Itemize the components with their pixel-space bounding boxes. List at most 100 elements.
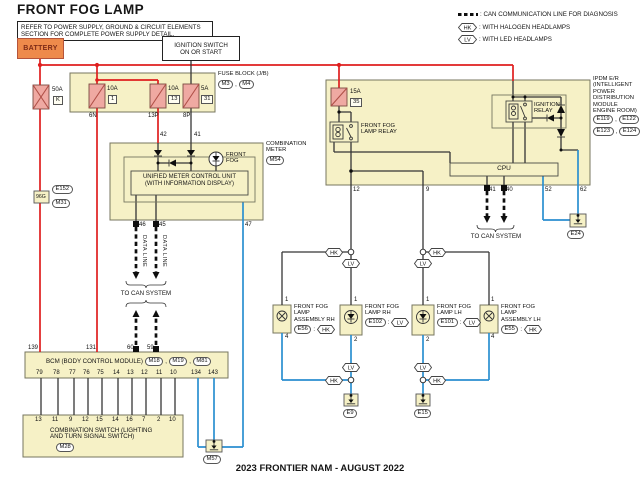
hk-tag-icon: HK (523, 325, 543, 335)
fuse-10a-13-icon (149, 83, 167, 109)
asm-lh-l3: ASSEMBLY LH (501, 316, 541, 323)
lv-tag-icon: LV (463, 318, 482, 328)
led-lamp-lh-icon (416, 310, 430, 324)
lv-tag-icon: LV (391, 318, 410, 328)
ipdm-name-0: IPDM E/R (593, 76, 619, 82)
ipdm-name-3: DISTRIBUTION (593, 95, 634, 102)
connector-m18: M18 (144, 357, 164, 367)
svg-text:HK: HK (464, 26, 472, 32)
battery-box: BATTERY (17, 38, 64, 59)
hk-tag-icon: HK (324, 248, 344, 257)
svg-text:LV: LV (348, 366, 355, 372)
bcm-title-row: BCM (BODY CONTROL MODULE) M18 , M19 , M8… (46, 357, 212, 367)
comma: , (615, 128, 618, 135)
bcm-pin-14: 14 (113, 370, 120, 376)
meter-pin-42: 42 (160, 132, 167, 138)
bcm-pin-131: 131 (86, 345, 97, 351)
asm-rh-label: FRONT FOG LAMP ASSEMBLY RH (294, 304, 335, 323)
ipdm-pin-52: 52 (545, 187, 552, 193)
ipdm-fuse-id: 35 (350, 98, 363, 107)
connector-e24: E24 (567, 230, 585, 240)
sw-pin-10: 10 (169, 417, 176, 423)
bcm-pin-13: 13 (127, 370, 134, 376)
fuse3-rating: 5A (201, 86, 209, 92)
svg-text:HK: HK (433, 379, 441, 385)
lamp-lh-conn-row: E101 : LV (437, 318, 482, 328)
connector-e102: E102 (365, 318, 386, 328)
ground-e15-icon (415, 393, 431, 407)
sw-pin-2: 2 (157, 417, 161, 423)
inline-connector-96g-box (33, 190, 50, 204)
ignition-relay-icon (505, 100, 533, 123)
ground-e24-icon (569, 213, 587, 228)
asm-rh-conn-row: E56 : HK (294, 325, 336, 335)
fog-relay-label-2: LAMP RELAY (361, 129, 397, 136)
ground-m57-icon (205, 439, 223, 453)
fusible-link-50a-icon (32, 84, 50, 110)
can-dash-icon (458, 13, 478, 16)
fuse1-out: 6N (89, 113, 97, 119)
comma: , (615, 116, 617, 123)
indicator-line2: FOG (226, 158, 239, 165)
svg-text:LV: LV (420, 366, 427, 372)
lamp-lh-label: FRONT FOG LAMP LH (437, 304, 471, 317)
fuse3-id: 31 (201, 95, 214, 104)
fuse1-rating: 10A (107, 86, 118, 92)
legend-lv-text: : WITH LED HEADLAMPS (479, 36, 552, 43)
fuse1-id: 1 (108, 95, 118, 104)
fog-lamp-assembly-lh-box (479, 304, 499, 334)
ground-wires (197, 150, 579, 448)
front-fog-indicator-icon (208, 151, 224, 167)
legend-lv: LV : WITH LED HEADLAMPS (457, 35, 552, 44)
asm-lh-l1: FRONT FOG (501, 304, 536, 310)
fuse-15a-35-icon (330, 87, 348, 107)
bcm-pin-12: 12 (141, 370, 148, 376)
meter-pin-46: 46 (139, 222, 146, 228)
hk-tag-icon: HK (324, 376, 344, 385)
ipdm-name-2: POWER (593, 88, 615, 95)
bcm-pin-76: 76 (83, 370, 90, 376)
connector-m4: M4 (238, 80, 254, 90)
ipdm-diode-icons (546, 104, 565, 138)
asm-rh-l2: LAMP (294, 310, 310, 317)
bcm-pin-11: 11 (156, 370, 163, 376)
svg-text:LV: LV (397, 321, 404, 327)
ignition-relay-label-2: RELAY (534, 108, 553, 115)
lv-tag-icon: LV (413, 363, 433, 372)
fog-lamp-assembly-rh-box (272, 304, 292, 334)
meter-inner-frame (123, 156, 256, 203)
fuse-5a-31-icon (182, 83, 200, 109)
svg-text:HK: HK (529, 328, 537, 334)
sw-pin-7: 7 (142, 417, 146, 423)
ipdm-connectors-row1: E119 , E122 , (593, 115, 640, 125)
asm-rh-pin-top: 1 (285, 297, 289, 303)
sw-pin-13: 13 (35, 417, 42, 423)
ipdm-pin-12: 12 (353, 187, 360, 193)
asm-lh-label: FRONT FOG LAMP ASSEMBLY LH (501, 304, 541, 323)
ipdm-pin-41: 41 (489, 187, 496, 193)
colon: : (387, 319, 390, 326)
meter-pin-47: 47 (245, 222, 252, 228)
hk-tag-icon: HK (316, 325, 336, 335)
ipdm-name-4: MODULE (593, 101, 618, 108)
bcm-pin-143: 143 (208, 370, 219, 376)
footer-title: 2023 FRONTIER NAM - AUGUST 2022 (235, 463, 405, 474)
svg-text:LV: LV (420, 262, 427, 268)
legend-can: : CAN COMMUNICATION LINE FOR DIAGNOSIS (458, 11, 618, 18)
fuse-block-label: FUSE BLOCK (J/B) (218, 71, 269, 77)
comma: , (235, 81, 237, 88)
ground-e9-icon (343, 393, 359, 407)
ipdm-fuse-rating: 15A (350, 89, 361, 95)
fuse-10a-1-icon (88, 83, 106, 109)
battery-power-wires (39, 55, 514, 352)
lamp-rh-pin-top: 1 (354, 297, 358, 303)
fuse2-id: 13 (168, 95, 181, 104)
legend-hk: HK : WITH HALOGEN HEADLAMPS (457, 23, 570, 32)
connector-e9: E9 (343, 409, 358, 419)
connector-m3: M3 (218, 80, 234, 90)
colon: : (520, 326, 522, 333)
data-line-label-2: DATA LINE (161, 235, 167, 268)
asm-lh-pin-bot: 4 (491, 334, 495, 340)
